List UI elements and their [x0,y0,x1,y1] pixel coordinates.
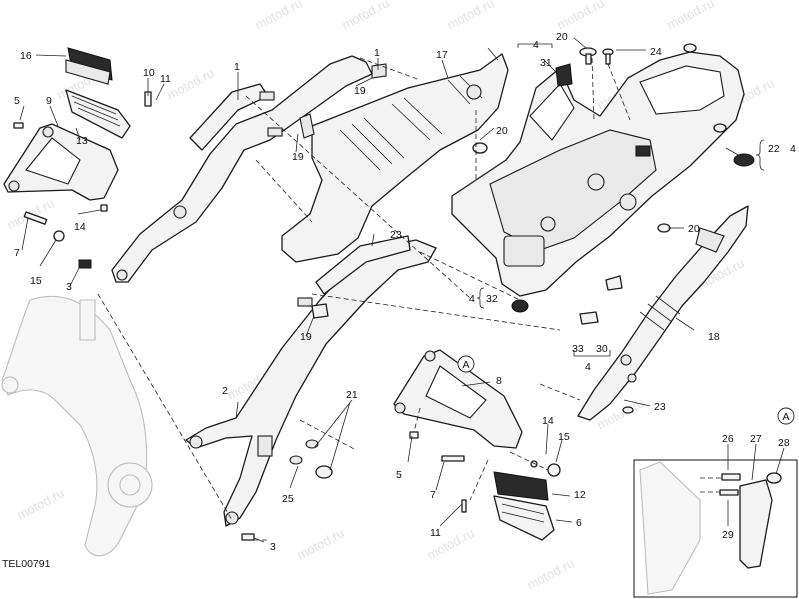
svg-text:motod.ru: motod.ru [444,0,496,33]
callout-31: 31 [540,57,552,69]
callout-9: 9 [46,95,52,107]
group-braces [476,139,765,309]
callout-18: 18 [708,331,720,343]
callout-16: 16 [20,50,32,62]
right-subframe-tube [185,235,437,527]
callout-15-right: 15 [558,431,570,443]
callout-20-mid: 20 [496,125,508,137]
callout-33: 33 [572,343,584,355]
undertray-panel [281,53,509,263]
detail-markers: A A [457,355,795,425]
callout-1-left: 1 [234,61,240,73]
callout-30: 30 [596,343,608,355]
main-frame-ghost [1,295,153,557]
svg-text:motod.ru: motod.ru [554,0,606,33]
rubber-pad-part [65,47,113,85]
callout-28: 28 [778,437,790,449]
callout-11-right: 11 [430,527,441,539]
callout-23-right: 23 [654,401,666,413]
callout-17: 17 [436,49,448,61]
svg-text:motod.ru: motod.ru [339,0,391,33]
callout-13: 13 [76,135,88,147]
right-footpeg-bracket [393,349,523,449]
callout-8: 8 [496,375,502,387]
callout-4-brace: 4 [469,293,475,305]
svg-text:motod.ru: motod.ru [164,65,216,102]
svg-text:motod.ru: motod.ru [14,485,66,522]
callout-5-right: 5 [396,469,402,481]
right-footpeg [493,471,555,541]
callout-14-right: 14 [542,415,554,427]
callout-4-right: 4 [790,143,796,155]
callout-32: 32 [486,293,498,305]
callout-14-left: 14 [74,221,86,233]
left-footpeg-bracket [3,123,119,201]
callout-21: 21 [346,389,358,401]
callout-4-bottom: 4 [585,361,591,373]
callout-4-top: 4 [533,39,539,51]
callout-20-top: 20 [556,31,568,43]
callout-27: 27 [750,433,762,445]
center-small-parts [511,223,671,414]
callout-12: 12 [574,489,586,501]
callout-26: 26 [722,433,734,445]
callout-3-right: 3 [270,541,276,553]
callout-3-left: 3 [66,281,72,293]
callout-25: 25 [282,493,294,505]
reference-code: TEL00791 [2,558,51,570]
callout-23-mid: 23 [390,229,402,241]
left-footpeg [65,89,131,139]
callout-7-right: 7 [430,489,436,501]
svg-text:motod.ru: motod.ru [294,525,346,562]
svg-text:motod.ru: motod.ru [524,555,576,592]
top-right-hardware [472,43,727,154]
assembly-lines [97,57,631,541]
leader-lines [19,37,741,543]
callout-labels: 16 5 9 10 11 13 1 14 7 15 3 19 19 1 17 4… [14,31,796,553]
callout-19-a: 19 [354,85,366,97]
callout-10: 10 [143,67,155,79]
callout-29: 29 [722,529,734,541]
detail-a-inset [633,443,798,598]
callout-1-right: 1 [374,47,380,59]
detail-marker-main: A [462,359,469,371]
callout-20-right: 20 [688,223,700,235]
callout-15-left: 15 [30,275,42,287]
right-tail-cover [577,205,749,421]
callout-19-c: 19 [300,331,312,343]
svg-text:motod.ru: motod.ru [664,0,716,33]
left-hardware [13,91,152,269]
rubber-grommet [733,153,755,167]
callout-19-b: 19 [292,151,304,163]
left-subframe-tube [111,55,373,283]
callout-11-top: 11 [160,73,171,85]
callout-6: 6 [576,517,582,529]
callout-7-left: 7 [14,247,20,259]
right-mount-hardware [241,303,333,541]
rear-tray-assembly [451,51,745,297]
callout-22: 22 [768,143,780,155]
callout-5-top: 5 [14,95,20,107]
callout-24: 24 [650,46,662,58]
callout-2: 2 [222,385,228,397]
svg-text:motod.ru: motod.ru [252,0,304,33]
detail-marker-inset: A [782,411,789,423]
